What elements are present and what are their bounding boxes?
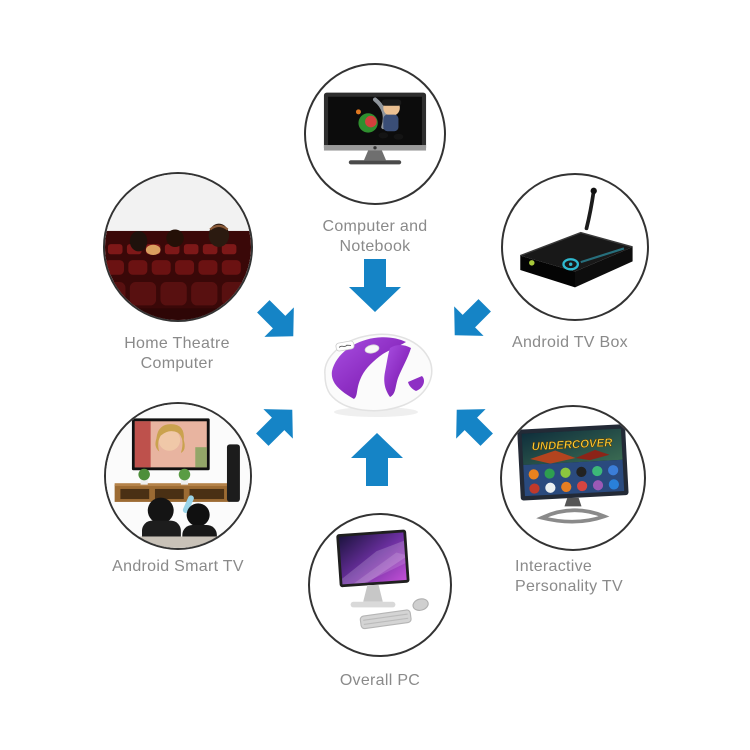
app-icons-row-1 [528, 465, 619, 480]
app-icon-dot [561, 481, 572, 493]
app-icons-row-2 [529, 479, 620, 494]
arrow-up-icon [351, 433, 403, 486]
label-overall-pc: Overall PC [339, 672, 421, 689]
tv-box-illustration [520, 187, 633, 288]
label-computer-notebook: Computer and Notebook [322, 218, 428, 255]
air-mouse-product-image [324, 333, 433, 417]
arrow-up-right-icon [256, 409, 293, 446]
smart-tv-apps-illustration: UNDERCOVER [517, 424, 629, 524]
game-title-text: UNDERCOVER [531, 437, 613, 453]
desktop-pc-illustration [336, 529, 429, 630]
label-android-smart-tv: Android Smart TV [112, 558, 244, 575]
arrow-down-left-icon [454, 299, 491, 336]
app-icon-dot [577, 480, 588, 492]
app-icon-dot [592, 480, 604, 491]
app-icon-dot [545, 482, 556, 493]
brand-chip [335, 340, 355, 352]
app-icon-dot [544, 468, 555, 479]
living-room-tv-illustration [106, 404, 250, 548]
app-icon-dot [576, 466, 587, 478]
app-icon-dot [529, 483, 540, 494]
label-android-tv-box: Android TV Box [512, 334, 628, 351]
app-icon-dot [592, 465, 603, 477]
node-circle-overall-pc [308, 513, 452, 657]
label-home-theatre: Home Theatre Computer [124, 335, 230, 372]
app-icon-dot [608, 479, 620, 490]
arrow-down-right-icon [257, 300, 294, 337]
cinema-audience-illustration [105, 174, 251, 320]
app-icon-dot [528, 469, 539, 480]
arrow-up-left-icon [456, 409, 493, 446]
node-circle-home-theatre [103, 172, 253, 322]
node-circle-android-smart-tv [104, 402, 252, 550]
node-circle-android-tv-box [501, 173, 649, 321]
app-icon-dot [560, 467, 571, 478]
label-interactive-tv: Interactive Personality TV [515, 558, 623, 595]
app-icon-dot [608, 465, 619, 476]
node-circle-computer-notebook [304, 63, 446, 205]
tv-fruit-game-illustration [323, 92, 427, 165]
arrow-down-icon [349, 259, 401, 312]
node-circle-interactive-tv: UNDERCOVER [500, 405, 646, 551]
